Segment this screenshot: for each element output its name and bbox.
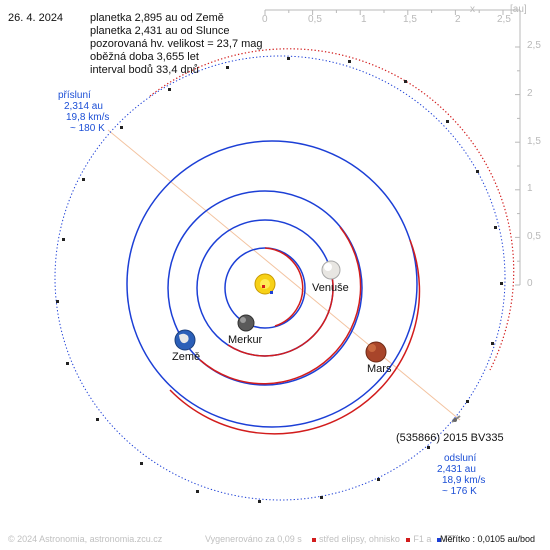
venus-highlight — [324, 263, 332, 271]
y-tick-0: 0 — [527, 278, 533, 289]
aphelion-speed: 18,9 km/s — [442, 475, 486, 486]
info-distance-sun: planetka 2,431 au od Slunce — [90, 25, 230, 37]
legend-center-label: střed elipsy, ohnisko — [319, 534, 400, 544]
earth-label: Země — [172, 351, 201, 363]
info-period: oběžná doba 3,655 let — [90, 51, 199, 63]
x-axis-name: x — [470, 4, 475, 15]
footer-scale: Měřítko : 0,0105 au/bod — [440, 534, 536, 544]
x-tick-1-5: 1,5 — [403, 14, 417, 25]
mercury-planet — [237, 314, 255, 332]
legend-f2-swatch — [436, 537, 441, 542]
y-tick-1-5: 1,5 — [527, 136, 541, 147]
aphelion-temp: ~ 176 K — [442, 486, 477, 497]
perihelion-title: přísluní — [58, 90, 91, 101]
asteroid-label: (535866) 2015 BV335 — [396, 432, 504, 444]
mars-label: Mars — [367, 363, 392, 375]
date-label: 26. 4. 2024 — [8, 12, 64, 24]
info-magnitude: pozorovaná hv. velikost = 23,7 mag — [90, 38, 263, 50]
x-tick-2-5: 2,5 — [497, 14, 511, 25]
info-distance-earth: planetka 2,895 au od Země — [90, 12, 224, 24]
perihelion-distance: 2,314 au — [64, 101, 103, 112]
aphelion-distance: 2,431 au — [437, 464, 476, 475]
mars-planet — [365, 341, 387, 363]
venus-label: Venuše — [312, 282, 349, 294]
legend-f1-label: F1 a — [413, 534, 432, 544]
perihelion-speed: 19,8 km/s — [66, 112, 110, 123]
asteroid-orbit-blue — [54, 55, 506, 501]
y-tick-1: 1 — [527, 183, 533, 194]
y-tick-2: 2 — [527, 88, 533, 99]
legend-f1-swatch — [406, 537, 411, 542]
asteroid-orbit-markers — [56, 57, 503, 503]
footer-legend: střed elipsy, ohnisko F1 a F2 — [312, 534, 454, 544]
info-interval: interval bodů 33,4 dnů — [90, 64, 199, 76]
footer-copyright: © 2024 Astronomia, astronomia.zcu.cz — [8, 534, 163, 544]
mercury-orbit-north — [264, 247, 304, 327]
legend-center-swatch — [312, 537, 316, 542]
venus-orbit-north — [227, 267, 334, 357]
mercury-highlight — [240, 317, 246, 323]
x-axis-unit: [au] — [510, 4, 527, 15]
mercury-label: Merkur — [228, 334, 263, 346]
line-of-apsides — [107, 129, 461, 421]
mars-orbit-north — [169, 239, 421, 435]
earth-orbit — [167, 190, 363, 386]
earth-orbit-north — [199, 226, 362, 385]
perihelion-temp: ~ 180 K — [70, 123, 105, 134]
asteroid-orbit-red — [149, 48, 515, 371]
legend-f2-label: F2 — [443, 534, 455, 544]
x-tick-0-5: 0,5 — [308, 14, 322, 25]
asteroid-marker — [451, 415, 461, 423]
mars-shade — [368, 344, 376, 352]
aphelion-title: odsluní — [444, 453, 477, 464]
earth-land — [179, 333, 189, 344]
mars-orbit — [126, 140, 418, 428]
x-tick-2: 2 — [455, 14, 461, 25]
y-tick-0-5: 0,5 — [527, 231, 541, 242]
focus-f1-marker — [262, 285, 265, 288]
x-tick-0: 0 — [262, 14, 268, 25]
venus-planet — [321, 260, 341, 280]
footer-generated: Vygenerováno za 0,09 s — [205, 534, 302, 544]
axes — [264, 9, 521, 286]
y-tick-2-5: 2,5 — [527, 40, 541, 51]
x-tick-1: 1 — [361, 14, 367, 25]
focus-f2-marker — [270, 291, 273, 294]
